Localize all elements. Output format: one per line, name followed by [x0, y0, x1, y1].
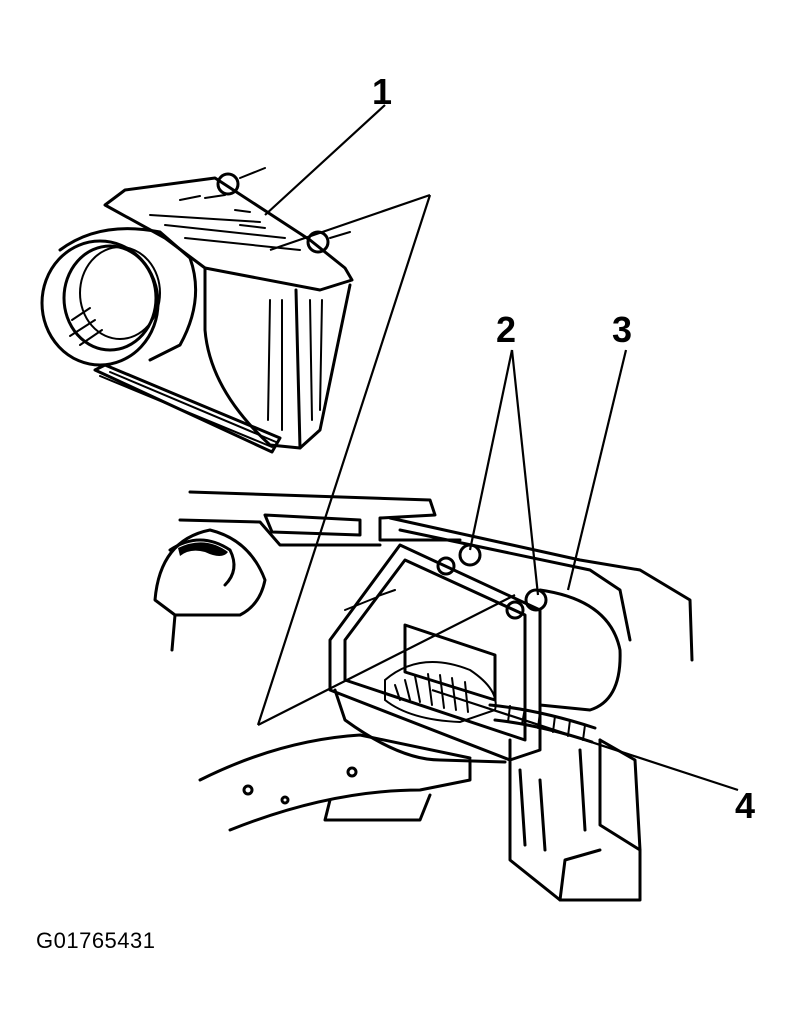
callout-4: 4: [735, 785, 756, 826]
vehicle-structure: [153, 490, 694, 902]
callout-3: 3: [612, 309, 633, 350]
module-installed: [328, 543, 622, 764]
callout-2: 2: [496, 309, 517, 350]
module-removed: [40, 167, 354, 454]
callout-1: 1: [372, 71, 393, 112]
leader-lines: [256, 104, 739, 792]
figure-id: G01765431: [36, 928, 156, 953]
